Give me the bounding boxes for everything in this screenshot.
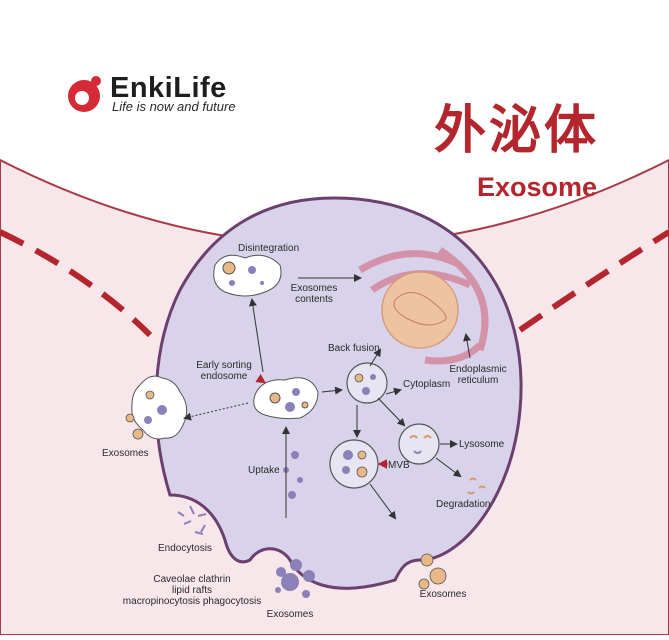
label-endoplasmic-2: reticulum xyxy=(458,375,499,386)
pathway-arrows xyxy=(248,274,471,520)
endosome-arrow xyxy=(255,374,266,384)
page-title-english: Exosome xyxy=(476,172,597,202)
label-cytoplasm: Cytoplasm xyxy=(403,379,450,390)
label-disintegration: Disintegration xyxy=(238,243,299,254)
brand-tagline: Life is now and future xyxy=(112,99,236,114)
dashed-membrane-line-right xyxy=(518,229,669,333)
label-pathways-3: macropinocytosis phagocytosis xyxy=(123,596,261,607)
label-endocytosis: Endocytosis xyxy=(158,543,212,554)
cytoplasm-vesicle xyxy=(346,362,388,404)
label-early-sorting-2: endosome xyxy=(201,371,248,382)
label-early-sorting-1: Early sorting xyxy=(196,360,252,371)
label-exosomes-left: Exosomes xyxy=(102,448,149,459)
dashed-membrane-line xyxy=(0,229,153,338)
label-pathways-2: lipid rafts xyxy=(172,585,212,596)
enkilife-logo-icon xyxy=(68,76,101,112)
brand-name: EnkiLife xyxy=(110,72,227,104)
disintegrating-vesicle xyxy=(213,254,282,297)
label-endoplasmic-1: Endoplasmic xyxy=(449,364,506,375)
label-exosomes-bottom: Exosomes xyxy=(267,609,314,620)
mvb xyxy=(329,439,379,489)
nucleus-chromatin xyxy=(393,292,447,326)
bottom-right-exosomes xyxy=(418,553,447,590)
endocytosis-particles xyxy=(177,505,207,535)
bottom-exosomes xyxy=(275,559,315,598)
page-title-chinese: 外泌体 xyxy=(433,101,599,161)
early-sorting-endosome xyxy=(253,377,319,420)
label-degradation: Degradation xyxy=(436,499,490,510)
label-back-fusion: Back fusion xyxy=(328,343,380,354)
nucleus xyxy=(381,271,459,349)
label-exosomes-contents-1: Exosomes xyxy=(291,283,338,294)
brand-logo: EnkiLife Life is now and future xyxy=(66,70,266,120)
label-exosomes-bottom-right: Exosomes xyxy=(420,589,467,600)
release-arrow xyxy=(183,402,249,421)
label-exosomes-contents-2: contents xyxy=(295,294,333,305)
label-pathways-1: Caveolae clathrin xyxy=(153,574,230,585)
label-mvb: MVB xyxy=(388,460,410,471)
degradation-fragments xyxy=(467,477,486,495)
label-uptake: Uptake xyxy=(248,465,280,476)
lysosome xyxy=(398,423,440,465)
label-lysosome: Lysosome xyxy=(459,439,505,450)
